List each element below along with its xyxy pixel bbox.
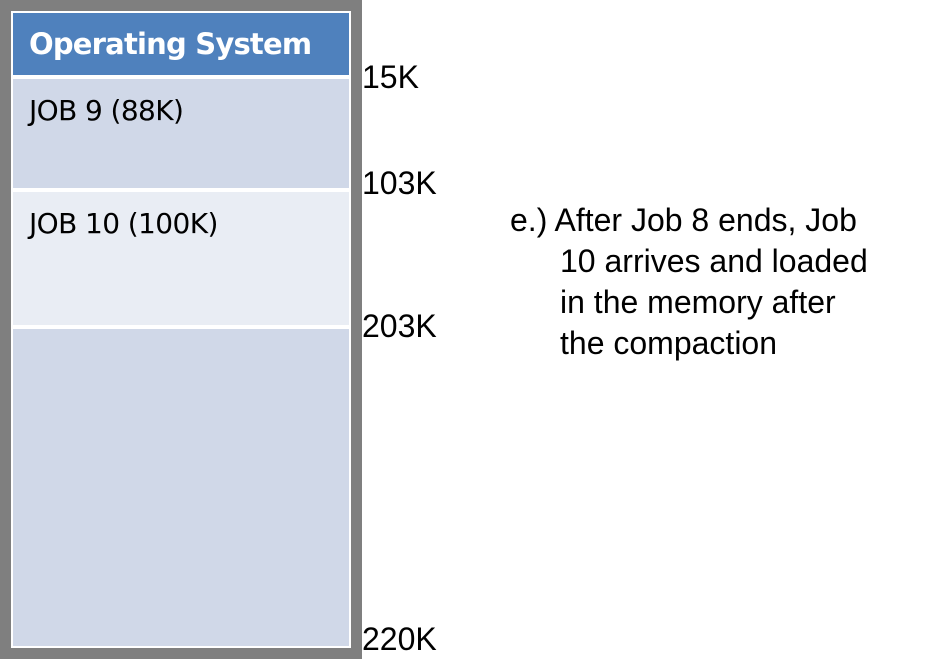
address-label-15k: 15K <box>362 59 419 95</box>
operating-system-block: Operating System <box>11 11 351 77</box>
caption-line-3: in the memory after <box>560 284 836 320</box>
caption-line-2: 10 arrives and loaded <box>560 243 868 279</box>
slide-caption: e.) After Job 8 ends, Job 10 arrives and… <box>510 200 930 364</box>
job-9-label: JOB 9 (88K) <box>29 94 184 127</box>
job-10-block: JOB 10 (100K) <box>11 190 351 327</box>
operating-system-label: Operating System <box>29 27 312 61</box>
address-label-103k: 103K <box>362 165 437 201</box>
address-label-203k: 203K <box>362 308 437 344</box>
memory-map-frame: Operating System JOB 9 (88K) JOB 10 (100… <box>0 0 362 659</box>
caption-line-1: e.) After Job 8 ends, Job <box>510 202 857 238</box>
caption-line-4: the compaction <box>560 325 778 361</box>
job-10-label: JOB 10 (100K) <box>29 207 218 240</box>
free-memory-block <box>11 327 351 648</box>
address-label-220k: 220K <box>362 621 437 657</box>
job-9-block: JOB 9 (88K) <box>11 77 351 190</box>
